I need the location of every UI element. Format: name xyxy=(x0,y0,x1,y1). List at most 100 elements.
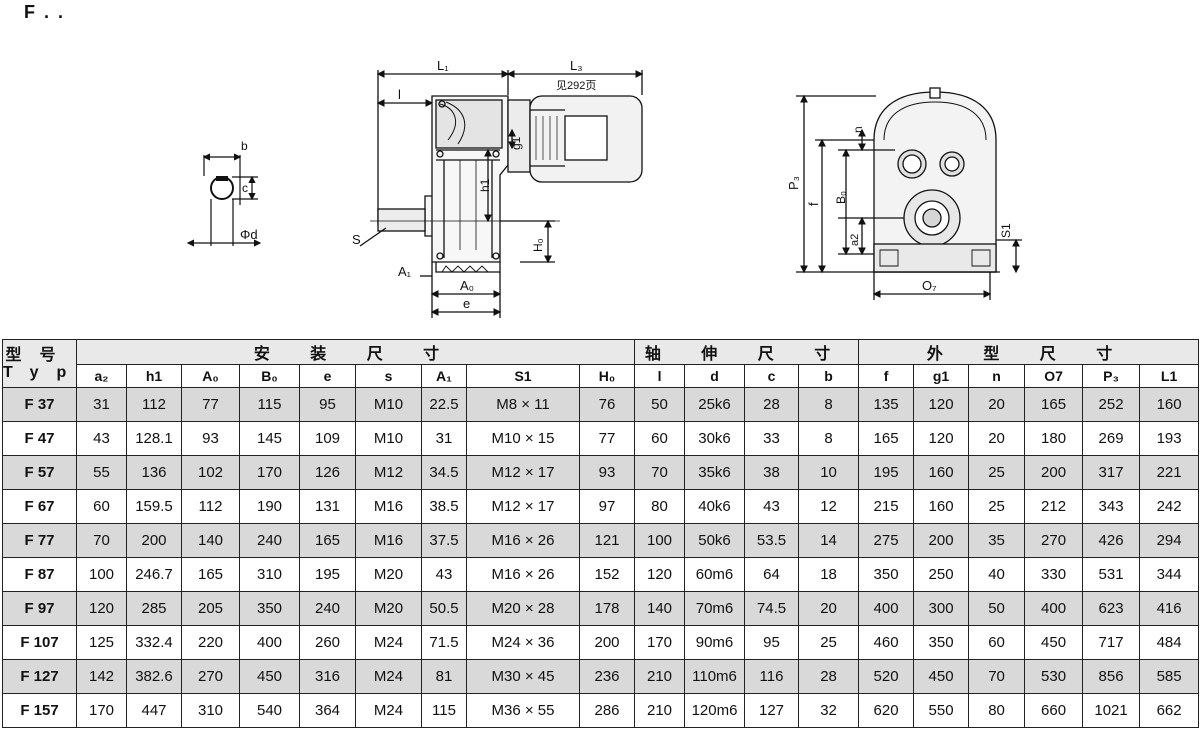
table-cell: M30 × 45 xyxy=(466,659,580,694)
table-cell: M16 xyxy=(355,523,422,558)
model-cell: F 77 xyxy=(2,523,77,558)
table-cell: 240 xyxy=(299,591,356,626)
table-cell: 109 xyxy=(299,421,356,456)
table-cell: 127 xyxy=(744,693,800,728)
table-cell: 270 xyxy=(181,659,240,694)
table-cell: 135 xyxy=(858,387,915,422)
table-cell: 140 xyxy=(634,591,686,626)
table-cell: 585 xyxy=(1139,659,1200,694)
table-cell: 43 xyxy=(76,421,127,456)
table-cell: 205 xyxy=(181,591,240,626)
side-view-drawing xyxy=(359,70,644,318)
specification-table: 型号 Type 安 装 尺 寸 轴 伸 尺 寸 外 型 尺 寸 a₂h1A₀B₀… xyxy=(2,339,1200,728)
model-cell: F 97 xyxy=(2,591,77,626)
table-cell: 294 xyxy=(1139,523,1200,558)
table-cell: 20 xyxy=(968,387,1026,422)
table-cell: 74.5 xyxy=(744,591,800,626)
column-header: a₂ xyxy=(76,364,127,388)
model-cell: F 107 xyxy=(2,625,77,660)
table-cell: 178 xyxy=(578,591,636,626)
table-cell: 70 xyxy=(968,659,1026,694)
table-cell: 159.5 xyxy=(126,489,182,524)
table-cell: 60 xyxy=(76,489,127,524)
table-cell: 330 xyxy=(1024,557,1084,592)
label-L1: L₁ xyxy=(437,58,449,73)
table-cell: 31 xyxy=(76,387,127,422)
technical-drawings: b c Φd xyxy=(186,58,1022,318)
model-cell: F 57 xyxy=(2,455,77,490)
column-header: f xyxy=(858,364,915,388)
table-cell: 120m6 xyxy=(684,693,746,728)
table-cell: 170 xyxy=(76,693,127,728)
table-cell: 317 xyxy=(1082,455,1141,490)
table-cell: 160 xyxy=(913,455,970,490)
label-H0: H₀ xyxy=(531,238,545,252)
specification-table-container: 型号 Type 安 装 尺 寸 轴 伸 尺 寸 外 型 尺 寸 a₂h1A₀B₀… xyxy=(2,339,1200,735)
table-cell: M12 × 17 xyxy=(466,489,580,524)
table-cell: M24 × 36 xyxy=(466,625,580,660)
table-cell: M10 × 15 xyxy=(466,421,580,456)
table-cell: M16 × 26 xyxy=(466,523,580,558)
table-cell: 131 xyxy=(299,489,356,524)
table-cell: 285 xyxy=(126,591,182,626)
table-cell: 128.1 xyxy=(126,421,182,456)
table-cell: 364 xyxy=(299,693,356,728)
table-cell: 10 xyxy=(798,455,860,490)
table-cell: 550 xyxy=(913,693,970,728)
table-cell: 620 xyxy=(858,693,915,728)
table-cell: 1021 xyxy=(1082,693,1141,728)
column-header: c xyxy=(744,364,800,388)
page-heading: F . . xyxy=(24,2,65,22)
table-cell: 12 xyxy=(798,489,860,524)
model-cell: F 127 xyxy=(2,659,77,694)
label-h1: h1 xyxy=(478,178,492,192)
table-cell: 190 xyxy=(239,489,300,524)
model-cell: F 157 xyxy=(2,693,77,728)
table-cell: 212 xyxy=(1024,489,1084,524)
table-cell: 25 xyxy=(968,489,1026,524)
table-cell: 310 xyxy=(239,557,300,592)
column-header: e xyxy=(299,364,356,388)
table-cell: 110m6 xyxy=(684,659,746,694)
table-cell: 210 xyxy=(634,659,686,694)
table-cell: 25k6 xyxy=(684,387,746,422)
model-cell: F 67 xyxy=(2,489,77,524)
column-header: h1 xyxy=(126,364,182,388)
table-cell: 81 xyxy=(421,659,467,694)
table-cell: 165 xyxy=(299,523,356,558)
table-cell: 136 xyxy=(126,455,182,490)
type-header-en: Type xyxy=(3,363,76,381)
table-cell: 37.5 xyxy=(421,523,467,558)
table-cell: 210 xyxy=(634,693,686,728)
model-cell: F 87 xyxy=(2,557,77,592)
table-cell: 246.7 xyxy=(126,557,182,592)
table-cell: 33 xyxy=(744,421,800,456)
table-cell: 60m6 xyxy=(684,557,746,592)
table-cell: 193 xyxy=(1139,421,1200,456)
table-cell: 76 xyxy=(578,387,636,422)
table-cell: 120 xyxy=(76,591,127,626)
shaft-section-drawing xyxy=(186,153,262,247)
table-cell: 14 xyxy=(798,523,860,558)
table-cell: 60 xyxy=(634,421,686,456)
label-O7: O₇ xyxy=(922,278,937,293)
table-cell: 28 xyxy=(798,659,860,694)
label-a2: a2 xyxy=(849,234,861,246)
table-cell: 160 xyxy=(913,489,970,524)
table-cell: M10 xyxy=(355,387,422,422)
table-cell: 25 xyxy=(968,455,1026,490)
table-cell: 344 xyxy=(1139,557,1200,592)
table-cell: 95 xyxy=(299,387,356,422)
table-cell: 31 xyxy=(421,421,467,456)
table-cell: 220 xyxy=(181,625,240,660)
table-cell: 200 xyxy=(1024,455,1084,490)
table-cell: 25 xyxy=(798,625,860,660)
table-cell: 112 xyxy=(181,489,240,524)
table-cell: 400 xyxy=(858,591,915,626)
table-cell: 121 xyxy=(578,523,636,558)
